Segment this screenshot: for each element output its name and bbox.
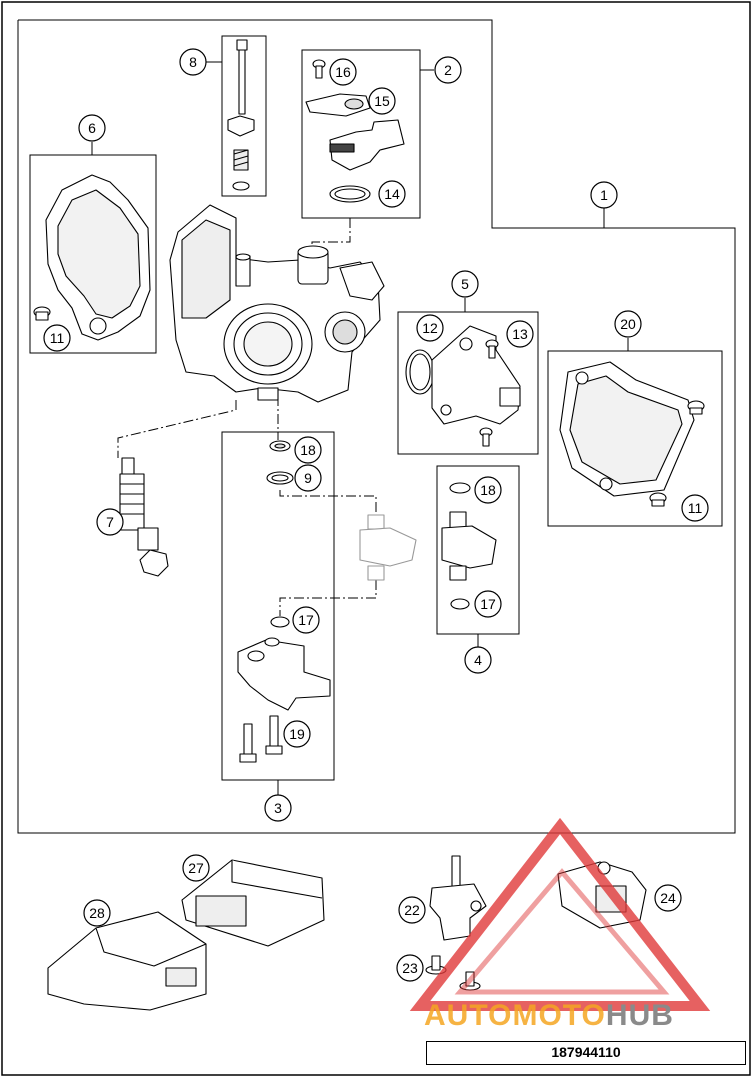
- callout-circle-c28: [83, 899, 111, 927]
- sensor-cover-20-illustration: [559, 361, 695, 497]
- callout-circle-c5: [451, 270, 479, 298]
- callout-circle-c1: [590, 181, 618, 209]
- watermark-logo: [409, 817, 711, 1011]
- group-box-6: [29, 154, 157, 354]
- callout-label-c1: 1: [600, 187, 608, 203]
- callout-label-c14: 14: [384, 186, 400, 202]
- callout-label-c9: 9: [304, 470, 312, 486]
- callout-label-c3: 3: [274, 800, 282, 816]
- callout-label-c11b: 11: [688, 500, 703, 516]
- callout-label-c28: 28: [89, 905, 105, 921]
- screws-13-illustration: [479, 339, 499, 447]
- callout-label-c17b: 17: [480, 596, 496, 612]
- callout-circle-c3: [264, 794, 292, 822]
- o-ring-9-illustration: [266, 471, 294, 485]
- callout-label-c27: 27: [188, 860, 204, 876]
- callout-label-c12: 12: [422, 320, 438, 336]
- callout-label-c15: 15: [374, 93, 390, 109]
- sensor-2-illustration: [329, 119, 405, 171]
- watermark-text-part2: HUB: [606, 999, 674, 1032]
- callout-label-c18b: 18: [480, 482, 496, 498]
- document-number: 187944110: [426, 1041, 746, 1065]
- injector-ghost-illustration: [359, 514, 417, 581]
- callout-circle-c2: [434, 56, 462, 84]
- callout-circle-c17a: [292, 606, 320, 634]
- callout-label-c6: 6: [88, 120, 96, 136]
- callout-label-c11a: 11: [50, 330, 65, 346]
- o-ring-17b-illustration: [450, 598, 470, 610]
- throttle-body-illustration: [169, 204, 385, 403]
- side-cover-illustration: [45, 174, 151, 341]
- callout-label-c7: 7: [106, 514, 114, 530]
- o-ring-18a-illustration: [269, 440, 291, 452]
- o-ring-18b-illustration: [449, 482, 471, 494]
- callout-circle-c11a: [43, 324, 71, 352]
- callout-label-c18a: 18: [300, 442, 316, 458]
- screws-11-right-illustration: [649, 400, 705, 507]
- callout-circle-c17b: [474, 590, 502, 618]
- ecu-28-illustration: [47, 911, 207, 1011]
- callout-circle-c13: [506, 320, 534, 348]
- callout-label-c2: 2: [444, 62, 452, 78]
- callout-circle-c24: [654, 884, 682, 912]
- callout-label-c23: 23: [402, 960, 418, 976]
- callout-circle-c11b: [681, 494, 709, 522]
- callout-circle-c12: [416, 314, 444, 342]
- watermark-text: AUTOMOTOHUB: [424, 999, 674, 1032]
- callout-label-c20: 20: [620, 316, 636, 332]
- assembly-boundary-1: [17, 19, 736, 834]
- callout-circle-c14: [378, 180, 406, 208]
- screw-16-illustration: [312, 59, 326, 79]
- callout-circle-c16: [329, 58, 357, 86]
- callout-circle-c4: [464, 646, 492, 674]
- callout-circle-c20: [614, 310, 642, 338]
- o-ring-12-illustration: [405, 349, 435, 395]
- lever-15-illustration: [305, 93, 371, 117]
- callout-circle-c18a: [294, 436, 322, 464]
- callout-circle-c19: [283, 720, 311, 748]
- callout-circle-c9: [294, 464, 322, 492]
- injector-holder-illustration: [237, 637, 331, 711]
- ecu-27-illustration: [181, 859, 325, 947]
- callout-circle-c8: [179, 48, 207, 76]
- callout-label-c8: 8: [189, 54, 197, 70]
- callout-circle-c15: [368, 87, 396, 115]
- group-box-2: [301, 49, 421, 219]
- o-ring-14-illustration: [329, 185, 371, 203]
- group-box-8: [221, 35, 267, 197]
- group-box-20: [547, 350, 723, 527]
- sensor-7-illustration: [119, 457, 169, 577]
- callout-label-c17a: 17: [298, 612, 314, 628]
- callout-label-c16: 16: [335, 64, 351, 80]
- screw-11-left-illustration: [33, 306, 51, 321]
- injector-4-illustration: [441, 511, 497, 581]
- callout-circle-c18b: [474, 476, 502, 504]
- callout-circle-c7: [96, 508, 124, 536]
- callout-label-c4: 4: [474, 652, 482, 668]
- callout-circle-c27: [182, 854, 210, 882]
- callout-label-c13: 13: [512, 326, 528, 342]
- callout-label-c24: 24: [660, 890, 676, 906]
- watermark-text-part1: AUTOMOTO: [424, 999, 606, 1032]
- callout-circle-c6: [78, 114, 106, 142]
- bolts-19-illustration: [239, 715, 283, 763]
- group-box-5: [397, 311, 539, 455]
- o-ring-17a-illustration: [270, 616, 290, 628]
- callout-label-c5: 5: [461, 276, 469, 292]
- callout-label-c22: 22: [404, 902, 420, 918]
- callout-circle-c23: [396, 954, 424, 982]
- sensor-5-illustration: [431, 325, 521, 425]
- callout-circle-c22: [398, 896, 426, 924]
- bolt-assembly-8-illustration: [227, 39, 255, 191]
- callout-label-c19: 19: [289, 726, 305, 742]
